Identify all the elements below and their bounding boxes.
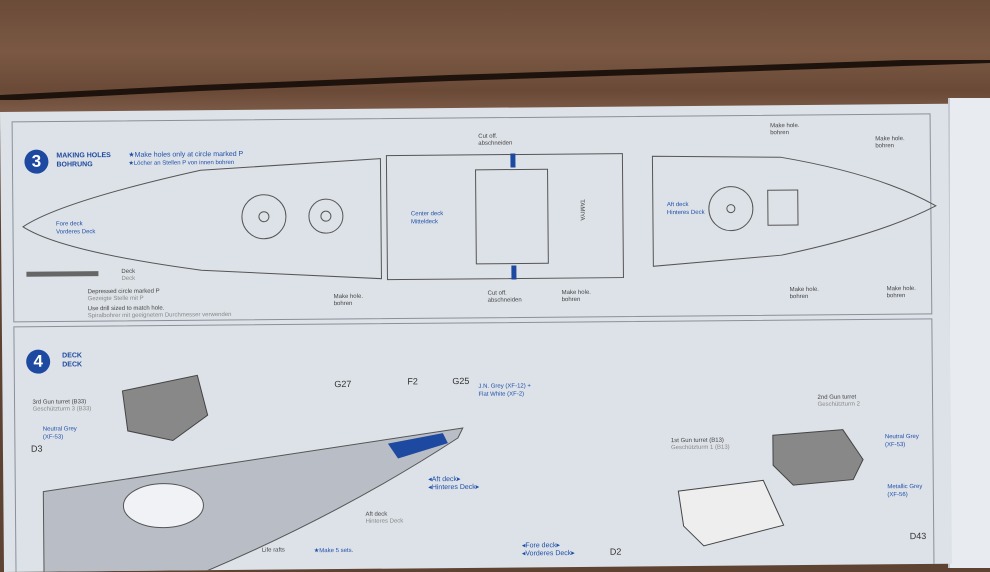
aft-deck-label: Aft deck [666, 201, 689, 209]
wood-crack [0, 60, 990, 100]
aft-deck-label-de: Hinteres Deck [365, 518, 404, 525]
note-en: ★Make holes only at circle marked P [128, 150, 244, 159]
part-d3: D3 [30, 443, 43, 454]
make-hole-6-de: bohren [886, 293, 906, 300]
part-g25: G25 [452, 375, 470, 387]
deck-label-de: Deck [121, 275, 136, 282]
xf53-2: (XF-53) [884, 442, 906, 449]
part-g27: G27 [334, 378, 352, 390]
make-hole-5-de: bohren [789, 293, 809, 301]
turret1-label-de: Geschützturm 1 (B13) [670, 444, 730, 452]
deck-label: Deck [121, 268, 136, 275]
drill-label: Use drill sized to match hole. [87, 305, 165, 313]
note-de: ★Löcher an Stellen P von innen bohren [128, 159, 235, 167]
step-4-badge: 4 [26, 349, 51, 374]
title-de: DECK [62, 361, 83, 369]
xf56-label: (XF-56) [887, 492, 908, 499]
make-hole-3: Make hole. [770, 123, 800, 130]
life-rafts-label: Life rafts [261, 547, 285, 554]
make-hole-4: Make hole. [875, 136, 905, 143]
title-en: DECK [62, 352, 83, 360]
fore-deck-arrow-de: ◂Vorderes Deck▸ [521, 550, 575, 558]
make-hole-6: Make hole. [886, 286, 916, 293]
turret3-label: 3rd Gun turret (B33) [32, 399, 87, 406]
flat-white-label: Flat White (XF-2) [478, 391, 525, 398]
neutral-grey-2: Neutral Grey [884, 433, 919, 441]
part-d2: D2 [609, 546, 622, 557]
part-d43: D43 [909, 530, 927, 542]
depressed-label: Depressed circle marked P [87, 288, 160, 296]
turret3-label-de: Geschützturm 3 (B33) [32, 406, 92, 413]
deck-diagrams [11, 113, 937, 572]
make-5-sets: ★Make 5 sets. [313, 547, 354, 555]
xf53-1: (XF-53) [42, 434, 64, 441]
step-3-badge: 3 [24, 149, 49, 174]
make-hole-5: Make hole. [789, 286, 819, 294]
make-hole-2: Make hole. [561, 289, 591, 297]
make-hole-3-de: bohren [770, 130, 789, 137]
cut-off-bottom: Cut off. [487, 290, 507, 297]
cut-off-bottom-de: abschneiden [487, 297, 522, 304]
make-hole-2-de: bohren [561, 296, 581, 304]
turret2-label-de: Geschützturm 2 [817, 401, 860, 408]
jn-grey-label: J.N. Grey (XF-12) + [478, 383, 531, 390]
fore-deck-label-de: Vorderes Deck [56, 229, 96, 236]
neutral-grey-1: Neutral Grey [42, 426, 77, 433]
part-f2: F2 [407, 376, 418, 387]
make-hole-4-de: bohren [875, 143, 895, 150]
turret1-label: 1st Gun turret (B13) [670, 437, 724, 445]
aft-deck-label-de: Hinteres Deck [666, 209, 705, 217]
next-page [948, 98, 990, 568]
center-deck-label: Center deck [410, 211, 444, 218]
turret2-label: 2nd Gun turret [817, 394, 857, 401]
metallic-grey-label: Metallic Grey [887, 483, 923, 491]
drill-label-de: Spiralbohrer mit geeignetem Durchmesser … [87, 311, 232, 320]
center-deck-label-de: Mitteldeck [410, 219, 439, 226]
title-en: MAKING HOLES [56, 152, 111, 160]
make-hole-1-de: bohren [333, 300, 353, 308]
make-hole-1: Make hole. [333, 293, 364, 301]
depressed-label-de: Gezeigte Stelle mit P [87, 295, 144, 303]
aft-deck-label: Aft deck [365, 511, 388, 518]
fore-deck-label: Fore deck [55, 221, 83, 228]
brand-mark: TAMIYA [578, 199, 585, 221]
aft-deck-arrow-de: ◂Hinteres Deck▸ [428, 483, 480, 492]
cut-off-top: Cut off. [478, 133, 498, 140]
cut-off-top-de: abschneiden [478, 140, 513, 147]
title-de: BOHRUNG [56, 161, 93, 169]
